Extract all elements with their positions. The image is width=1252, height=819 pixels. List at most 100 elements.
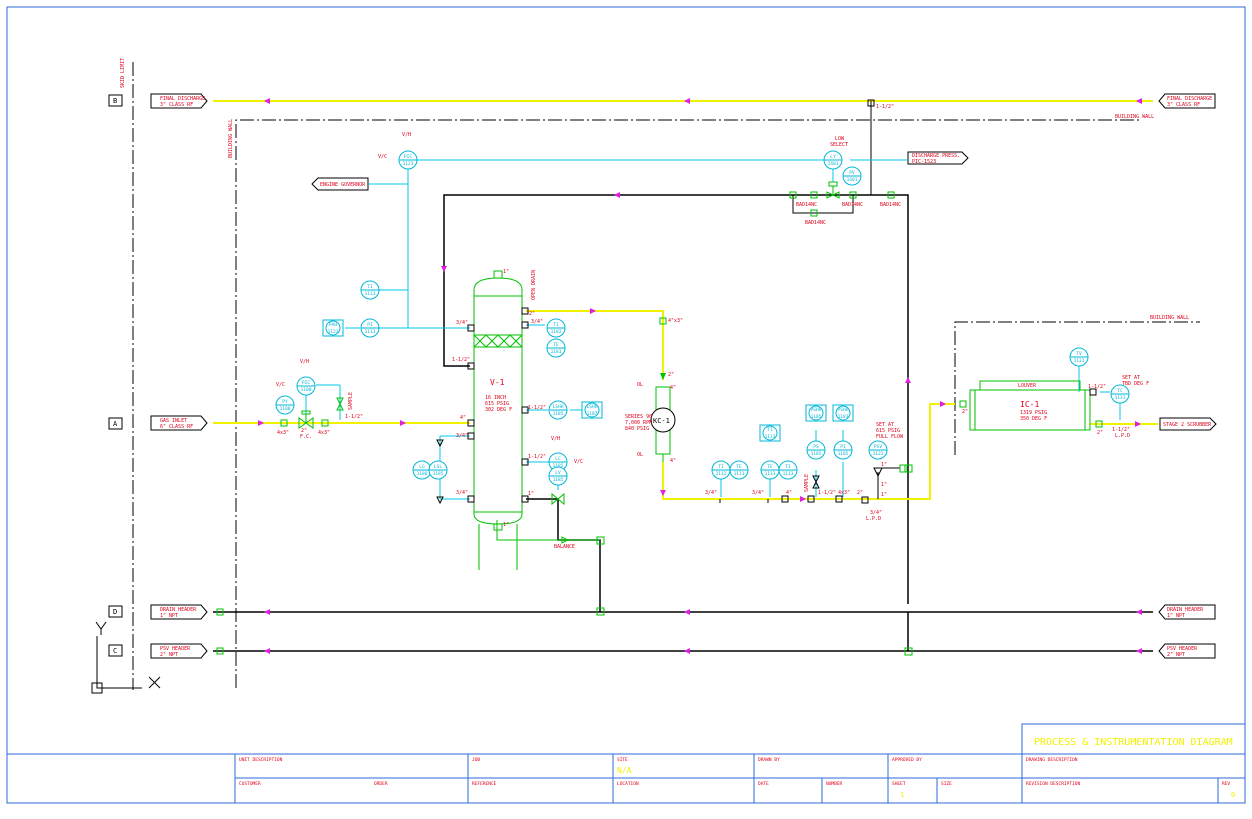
svg-text:16 INCH: 16 INCH <box>485 395 506 401</box>
svg-text:4x3": 4x3" <box>318 430 330 436</box>
offpage-psv-right: PSV HEADER 2" NPT <box>1158 643 1216 659</box>
v1-vessel <box>467 270 529 570</box>
svg-text:L.P.D: L.P.D <box>866 516 881 522</box>
svg-text:302 DEG F: 302 DEG F <box>485 407 512 413</box>
instrument-number: 1185 <box>553 463 564 469</box>
svg-text:4": 4" <box>670 458 676 464</box>
kc1-tag: KC-1 <box>653 417 670 425</box>
svg-text:1": 1" <box>881 482 887 488</box>
instrument-number: 1111 <box>734 471 745 477</box>
instrument-tag: PSHH <box>838 407 849 413</box>
instrument-number: 1100 <box>280 406 291 412</box>
svg-text:615 PSIG: 615 PSIG <box>876 428 900 434</box>
offpage-engine-governor: ENGINE GOVERNOR <box>311 177 369 191</box>
instrument-tag: LV <box>555 470 561 476</box>
instrument-lc-1185: LC1185 <box>548 452 568 472</box>
svg-text:1": 1" <box>503 269 509 275</box>
svg-text:4x3": 4x3" <box>838 490 850 496</box>
svg-text:2": 2" <box>857 490 863 496</box>
instrument-tag: PI <box>367 322 373 328</box>
grid-ref-a: A <box>108 417 123 430</box>
instrument-number: 1183 <box>838 414 849 420</box>
svg-text:2" NPT: 2" NPT <box>160 652 178 658</box>
svg-text:REFERENCE: REFERENCE <box>472 781 497 787</box>
svg-text:SIZE: SIZE <box>941 781 952 787</box>
svg-text:BAD14NC: BAD14NC <box>880 202 901 208</box>
instrument-number: 1185 <box>838 451 849 457</box>
svg-text:DRAWING DESCRIPTION: DRAWING DESCRIPTION <box>1026 757 1078 763</box>
svg-text:2" NPT: 2" NPT <box>1167 652 1185 658</box>
v1-outlet-line <box>526 310 664 380</box>
instrument-number: 1123 <box>403 161 414 167</box>
svg-text:4": 4" <box>670 385 676 391</box>
svg-text:1319 PSIG: 1319 PSIG <box>1020 410 1047 416</box>
svg-text:1-1/2": 1-1/2" <box>1088 384 1106 390</box>
instrument-number: 1131 <box>1115 395 1126 401</box>
recycle-line <box>443 194 909 604</box>
skid-limit-label: SKID LIMIT <box>120 58 126 88</box>
grid-ref-c: C <box>108 644 123 657</box>
svg-text:SELECT: SELECT <box>830 142 848 148</box>
svg-text:V/H: V/H <box>402 132 411 138</box>
svg-text:SITE: SITE <box>617 757 628 763</box>
instrument-layer: PIC1123LY1401PV1401TI1113PI1113PAH1123PI… <box>275 150 1130 486</box>
instrument-tag: PSV <box>874 444 882 450</box>
drawing-border <box>6 6 1246 804</box>
svg-text:7,000 RPM: 7,000 RPM <box>625 420 652 426</box>
site-value: N/A <box>617 766 632 775</box>
svg-text:L.P.D: L.P.D <box>1115 433 1130 439</box>
svg-text:1" NPT: 1" NPT <box>1167 613 1185 619</box>
svg-text:BAD14NC: BAD14NC <box>805 220 826 226</box>
svg-text:840 PSIG: 840 PSIG <box>625 426 649 432</box>
title-block <box>7 723 1246 803</box>
instrument-tag: TI <box>785 464 791 470</box>
drawing-title: PROCESS & INSTRUMENTATION DIAGRAM <box>1034 737 1233 748</box>
building-wall <box>235 119 1140 688</box>
svg-text:CUSTOMER: CUSTOMER <box>239 781 261 787</box>
svg-text:2": 2" <box>529 311 535 317</box>
instrument-tag: PIC <box>404 154 412 160</box>
v1-liquid-outlet <box>526 498 601 612</box>
offpage-final-discharge-right: FINAL DISCHARGE 3" CLASS RF <box>1158 93 1216 109</box>
bypass-valve-manifold <box>789 181 895 217</box>
ic1-cooler <box>969 380 1097 431</box>
instrument-tag: LY <box>830 154 836 160</box>
svg-text:2": 2" <box>1097 430 1103 436</box>
instrument-number: 1113 <box>365 291 376 297</box>
svg-text:D: D <box>113 608 117 616</box>
instrument-number: 1186 <box>417 471 428 477</box>
svg-text:4"x3": 4"x3" <box>668 318 683 324</box>
svg-text:V/C: V/C <box>276 382 285 388</box>
instrument-tag: LSHH <box>587 404 598 410</box>
building-wall-2 <box>954 321 1200 455</box>
instrument-number: 1185 <box>811 414 822 420</box>
svg-text:ORDER: ORDER <box>374 781 388 787</box>
instrument-tag: PIC <box>302 380 310 386</box>
svg-text:2": 2" <box>668 372 674 378</box>
svg-text:BALANCE: BALANCE <box>554 544 575 550</box>
svg-text:615 PSIG: 615 PSIG <box>485 401 509 407</box>
instrument-tag: TI <box>367 284 373 290</box>
svg-text:FULL FLOW: FULL FLOW <box>876 434 904 440</box>
svg-text:DRAIN HEADER: DRAIN HEADER <box>160 607 197 613</box>
svg-text:4": 4" <box>786 490 792 496</box>
instrument-tag: TE <box>736 464 742 470</box>
offpage-drain-left: DRAIN HEADER 1" NPT <box>150 604 208 620</box>
grid-ref-b: B <box>108 94 123 107</box>
kc1-discharge-line <box>662 403 955 500</box>
svg-text:1": 1" <box>528 491 534 497</box>
instrument-tag: TI <box>553 322 559 328</box>
